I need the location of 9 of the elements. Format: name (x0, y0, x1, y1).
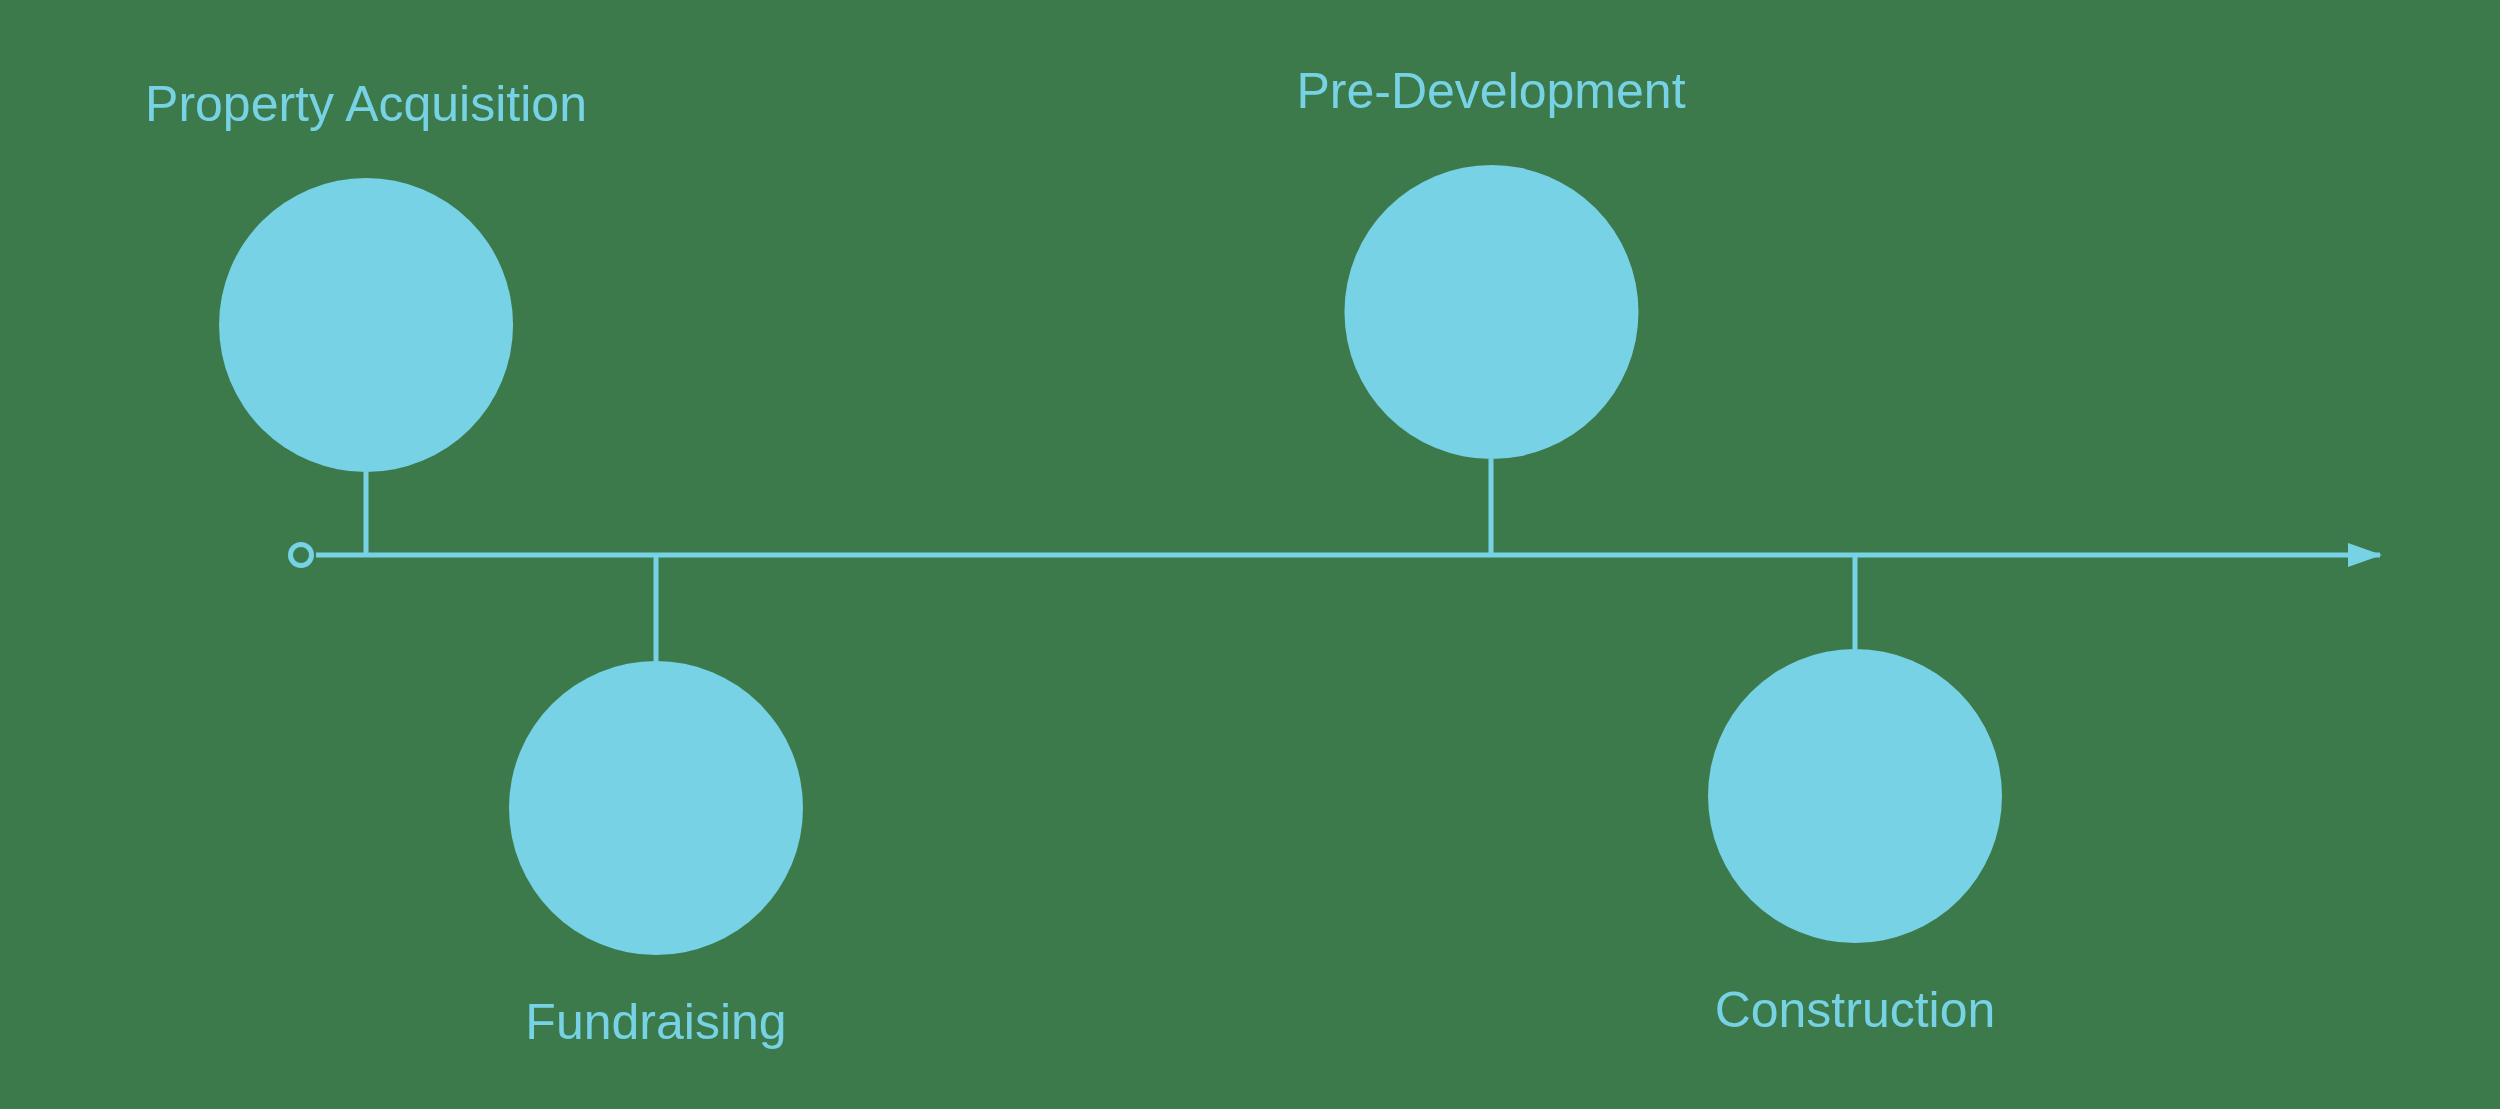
connector-line (1488, 459, 1494, 555)
milestone-label: Property Acquisition (145, 75, 587, 134)
connector-line (363, 472, 369, 555)
milestone-label: Pre-Development (1296, 62, 1686, 121)
connector-line (653, 555, 659, 661)
milestone-label: Construction (1714, 981, 1996, 1040)
timeline-arrow (316, 543, 2382, 567)
connector-line (1852, 555, 1858, 649)
milestone-label: Fundraising (525, 993, 787, 1052)
